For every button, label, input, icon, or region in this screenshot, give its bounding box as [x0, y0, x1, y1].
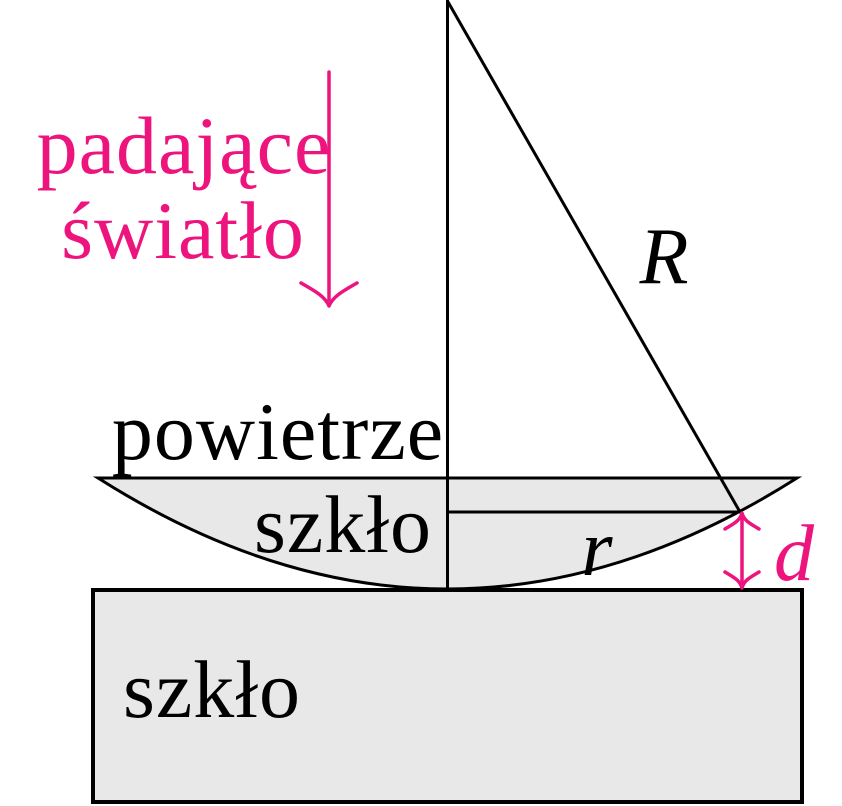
arrowhead-down-icon [723, 570, 761, 590]
radius-of-curvature-label: R [639, 213, 689, 301]
gap-thickness-double-arrow [723, 511, 761, 590]
lens-glass-label: szkło [254, 479, 432, 570]
gap-thickness-label: d [774, 510, 815, 598]
incident-light-arrow [299, 70, 359, 308]
ring-radius-label: r [581, 505, 613, 593]
incident-light-label-line2: światło [61, 185, 305, 276]
incident-light-label-line1: padające [37, 100, 332, 191]
air-label: powietrze [112, 386, 444, 477]
glass-plate [91, 588, 804, 804]
arrowhead-down-icon [299, 281, 359, 308]
plate-glass-label: szkło [123, 644, 301, 735]
arrowhead-up-icon [723, 511, 761, 531]
radius-of-curvature-line [446, 0, 742, 513]
